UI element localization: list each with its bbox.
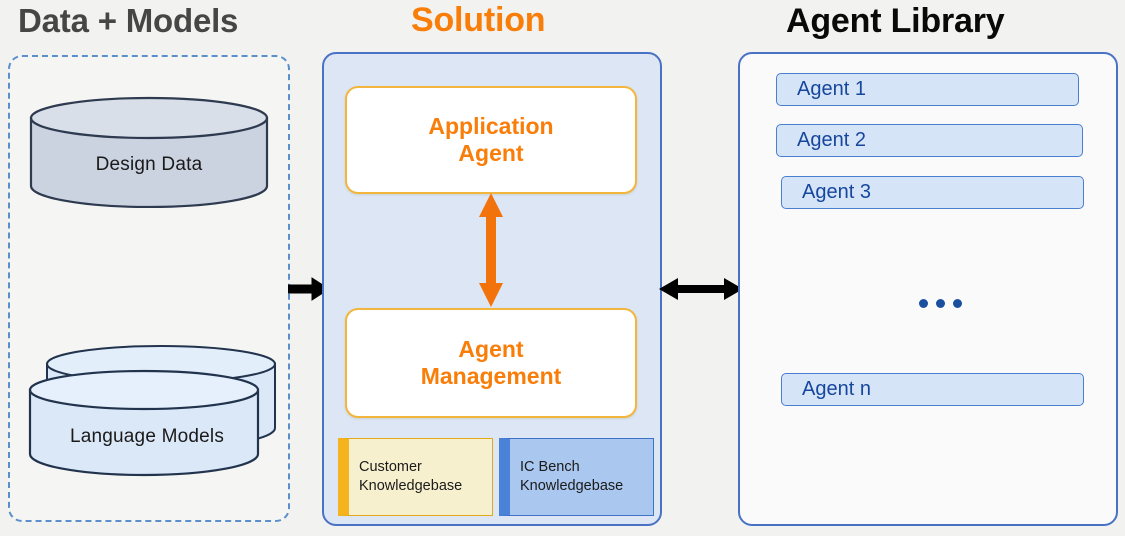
box-application-agent-line2: Agent	[458, 140, 524, 166]
cylinder-language-models-icon	[28, 345, 276, 477]
arrow-application-management	[470, 193, 512, 307]
list-item-agent-n[interactable]: Agent n	[781, 373, 1084, 406]
list-item-agent-1-label: Agent 1	[797, 78, 866, 100]
tile-customer-knowledgebase-line1: Customer	[359, 458, 422, 475]
cylinder-language-models: Language Models	[22, 344, 284, 480]
tile-ic-bench-knowledgebase-line1: IC Bench	[520, 458, 580, 475]
tile-customer-knowledgebase[interactable]: Customer Knowledgebase	[338, 438, 493, 516]
ellipsis-dot	[953, 299, 962, 308]
list-item-agent-2[interactable]: Agent 2	[776, 124, 1083, 157]
tile-ic-bench-knowledgebase-line2: Knowledgebase	[520, 478, 624, 494]
cylinder-design-data: Design Data	[28, 96, 270, 209]
list-item-agent-2-label: Agent 2	[797, 129, 866, 151]
list-item-agent-1[interactable]: Agent 1	[776, 73, 1079, 106]
box-agent-management[interactable]: Agent Management	[345, 308, 637, 418]
ellipsis-dot	[936, 299, 945, 308]
cylinder-design-data-icon	[29, 96, 269, 209]
ellipsis-indicator	[919, 299, 962, 308]
box-application-agent-line1: Application	[428, 112, 554, 139]
column-title-agent-library: Agent Library	[786, 2, 1005, 40]
arrow-data-to-solution	[287, 276, 330, 302]
list-item-agent-3[interactable]: Agent 3	[781, 176, 1084, 209]
list-item-agent-3-label: Agent 3	[802, 181, 871, 203]
column-title-solution: Solution	[411, 1, 546, 39]
tile-ic-bench-knowledgebase[interactable]: IC Bench Knowledgebase	[499, 438, 654, 516]
tile-customer-knowledgebase-line2: Knowledgebase	[359, 478, 463, 494]
arrow-solution-to-library	[659, 274, 743, 304]
ellipsis-dot	[919, 299, 928, 308]
box-agent-management-line2: Management	[420, 363, 562, 389]
box-application-agent[interactable]: Application Agent	[345, 86, 637, 194]
list-item-agent-n-label: Agent n	[802, 378, 871, 400]
box-agent-management-line1: Agent	[458, 335, 524, 362]
column-title-data-models: Data + Models	[18, 2, 239, 39]
